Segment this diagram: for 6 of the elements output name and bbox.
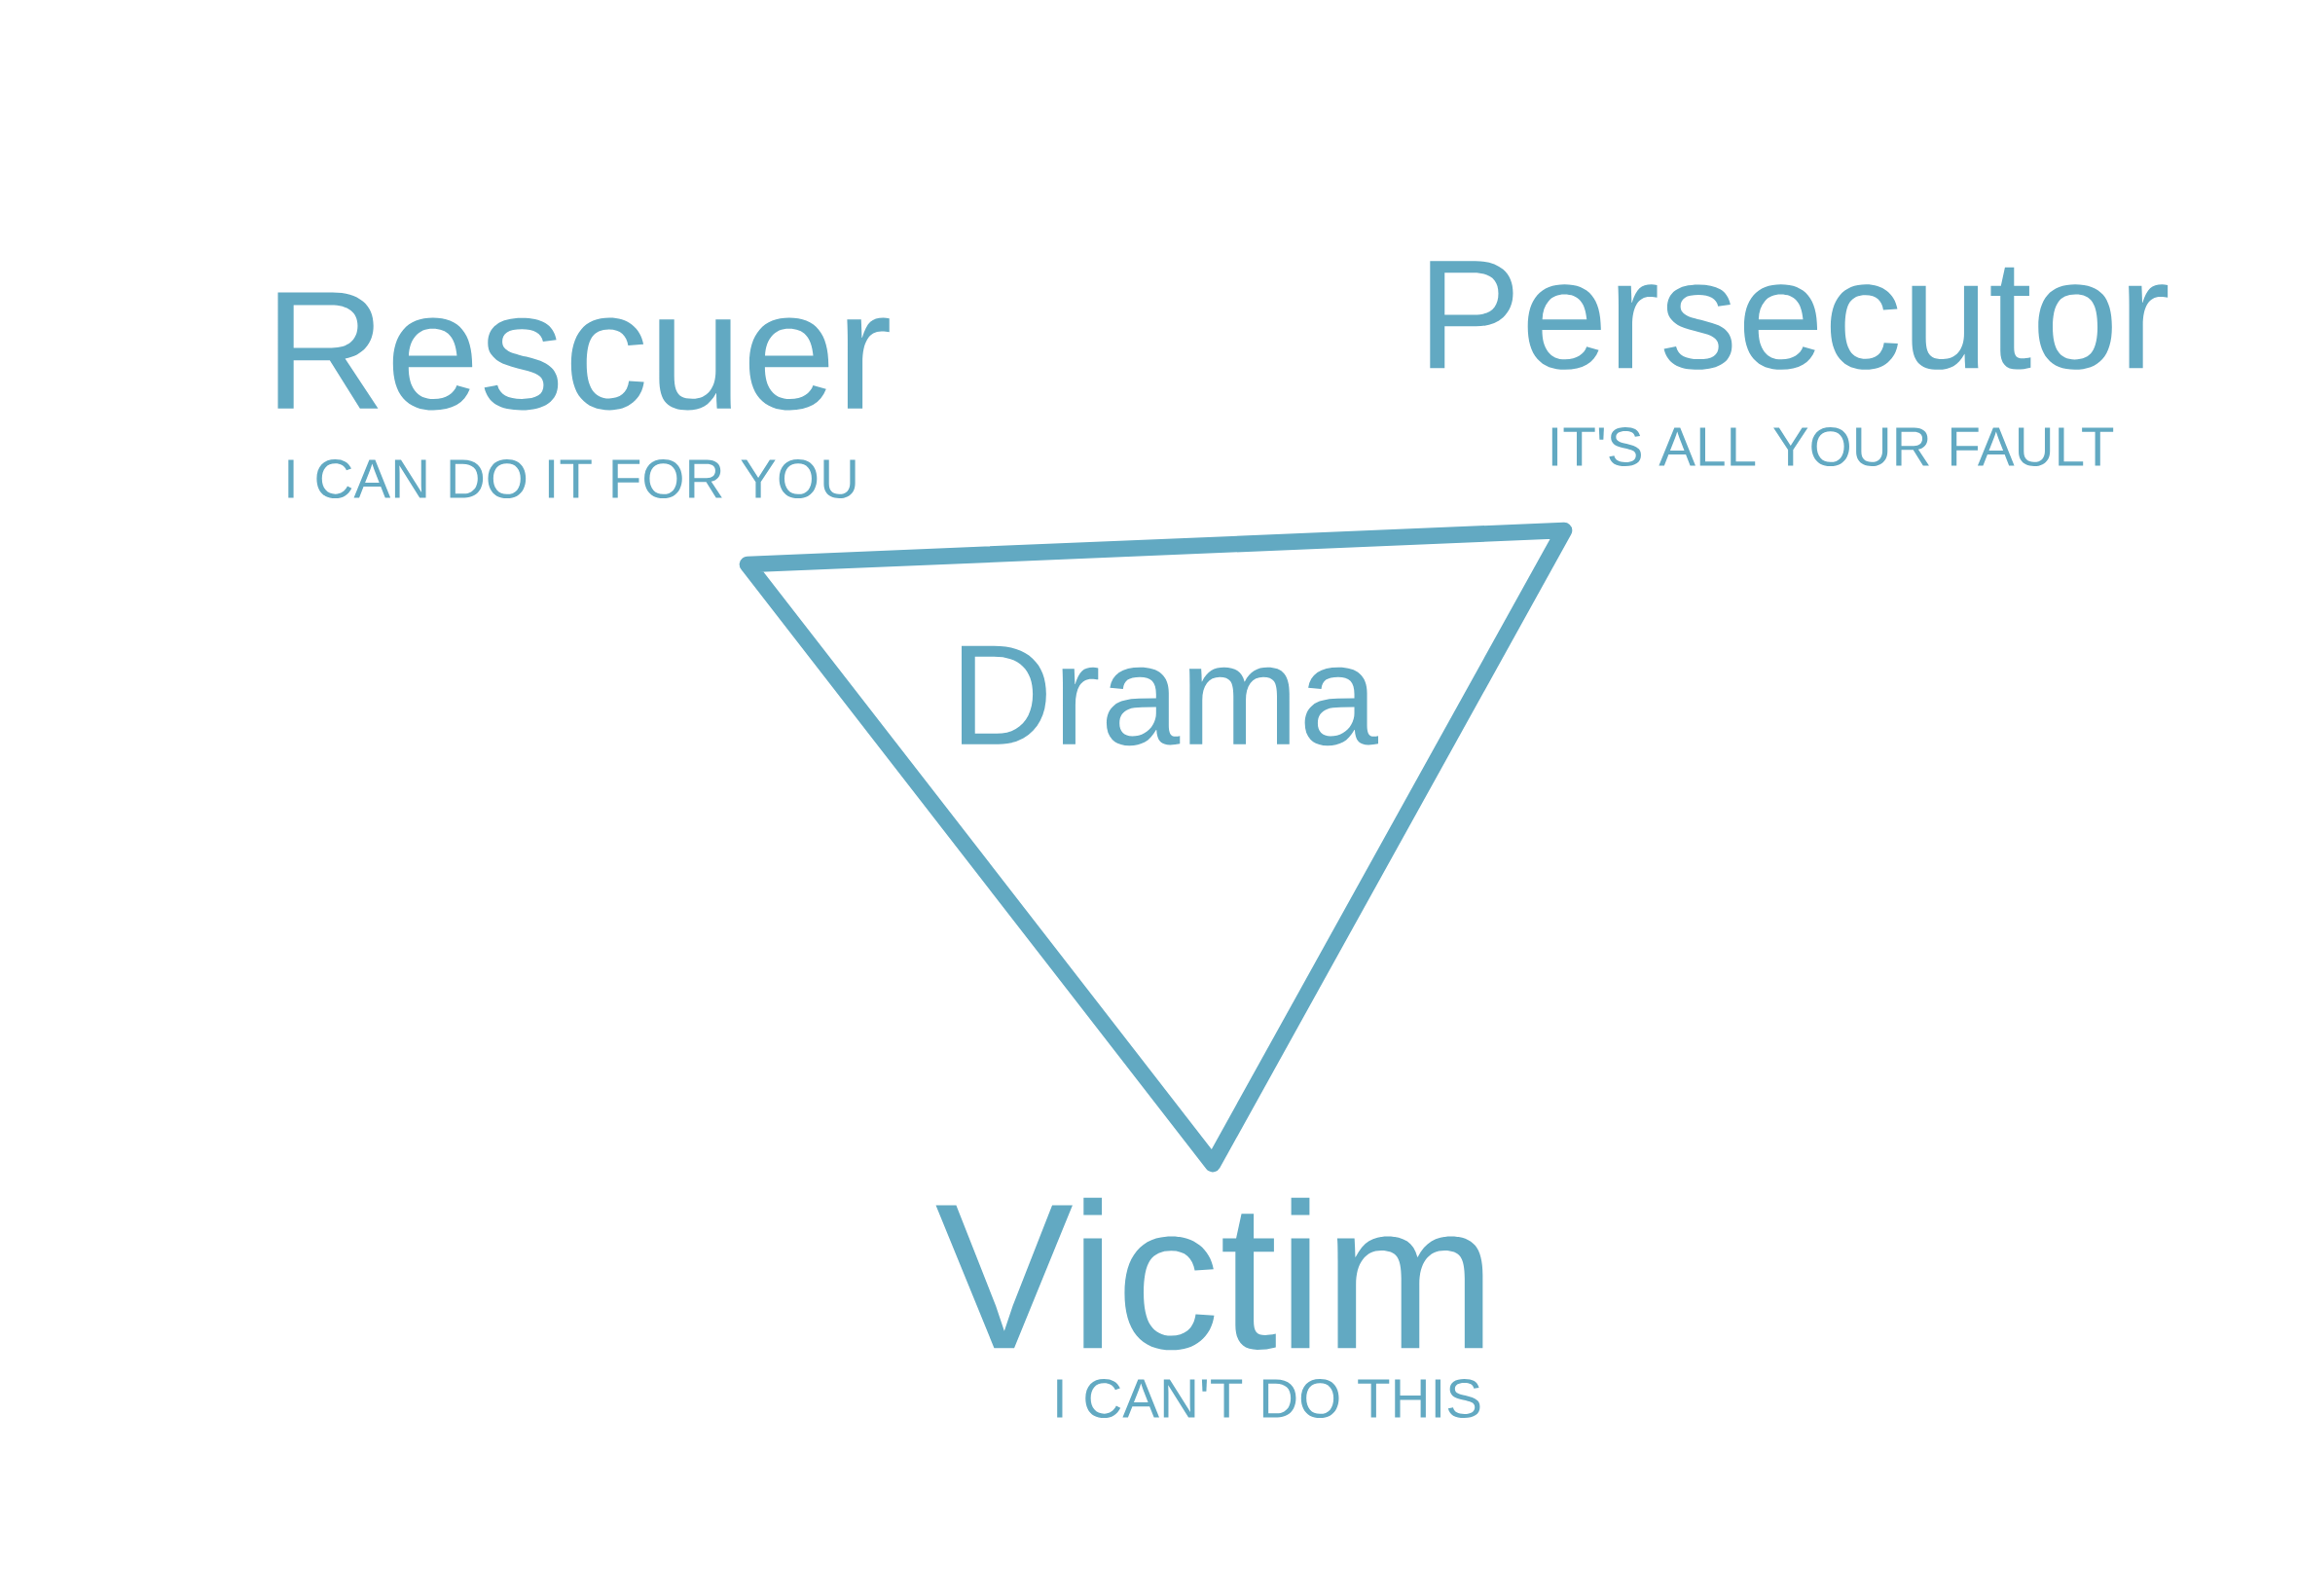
role-quote: I CAN'T DO THIS bbox=[1057, 1378, 1480, 1419]
role-quote: I CAN DO IT FOR YOU bbox=[288, 458, 856, 499]
role-quote: IT'S ALL YOUR FAULT bbox=[1551, 426, 2114, 467]
role-title: Persecutor bbox=[1430, 261, 2169, 370]
role-title: Rescuer bbox=[277, 292, 890, 411]
triangle: Drama bbox=[739, 522, 1573, 1173]
